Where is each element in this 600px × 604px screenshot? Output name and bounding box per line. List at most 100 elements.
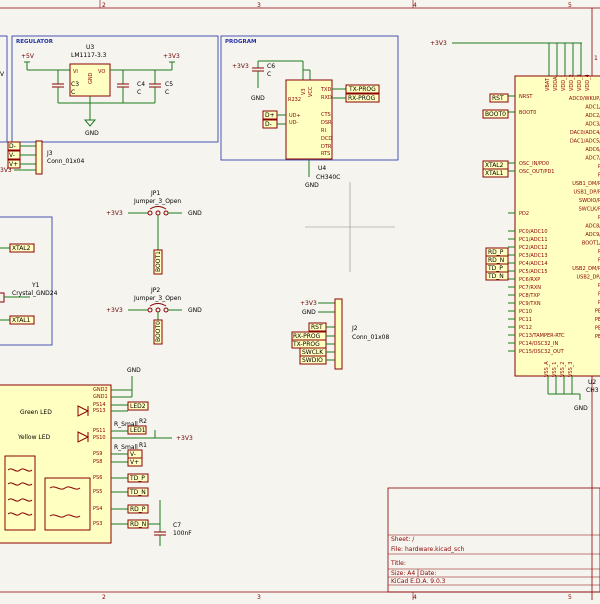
jp2-3v3: +3V3 bbox=[106, 307, 123, 314]
ethernet-pin: PS13 bbox=[93, 408, 106, 414]
u4-pin-dcd: DCD bbox=[321, 136, 332, 142]
mcu-right-pin: ADC1/ bbox=[585, 105, 600, 111]
j3-dminus: D- bbox=[9, 143, 16, 150]
eth-3v3-label: +3V3 bbox=[176, 435, 193, 442]
dminus-label: D- bbox=[265, 121, 272, 128]
mcu-bottom-pin-vss2: VSS_2 bbox=[560, 362, 566, 377]
mcu-right-pin: USB1_DP/P bbox=[573, 190, 600, 196]
c6-value: C bbox=[267, 71, 271, 78]
title-block-sheet: Sheet: / bbox=[391, 536, 415, 543]
ethernet-pin: PS3 bbox=[93, 521, 102, 527]
mcu-gnd-label: GND bbox=[574, 405, 588, 412]
mcu-left-pin: NRST bbox=[519, 94, 533, 100]
y1-value: Crystal_GND24 bbox=[12, 290, 58, 297]
mcu-right-pin: PE bbox=[595, 326, 600, 332]
j2-3v3: +3V3 bbox=[300, 300, 317, 307]
jp2-boot0: BOOT0 bbox=[155, 321, 162, 342]
u4-pin-ri: RI bbox=[321, 128, 326, 134]
mcu-top-pin-vdd1: VDD_1 bbox=[561, 74, 567, 91]
title-block-title: Title: bbox=[390, 560, 406, 567]
mcu-right-pin: DAC1/ADC5/ bbox=[570, 139, 600, 145]
mcu-right-pin: ADC8/ bbox=[585, 224, 600, 230]
ethernet-pin: GND2 bbox=[93, 387, 108, 393]
plus3v3-label: +3V3 bbox=[163, 53, 180, 60]
mcu-left-pin: PC1/ADC11 bbox=[519, 237, 548, 243]
ethernet-pin: GND1 bbox=[93, 394, 108, 400]
mcu-left-pin: OSC_IN/PD0 bbox=[519, 161, 549, 167]
border-col-3: 3 bbox=[257, 2, 261, 9]
jp2-ref: JP2 bbox=[150, 287, 160, 294]
u3-ref: U3 bbox=[86, 44, 94, 51]
border-col-5-bottom: 5 bbox=[568, 594, 572, 600]
u4-pin-rxd: RXD bbox=[321, 95, 332, 101]
yellow-led-label: Yellow LED bbox=[17, 434, 51, 441]
ethernet-pin: PS9 bbox=[93, 451, 102, 457]
mcu-right-pin: ADC0/WKUP/ bbox=[569, 96, 600, 102]
mcu-left-pin: PC8/TXP bbox=[519, 293, 540, 299]
j3-body[interactable] bbox=[36, 141, 42, 174]
mcu-left-pin: PC5/ADC15 bbox=[519, 269, 548, 275]
ethernet-pin: PS6 bbox=[93, 475, 102, 481]
c3-ref: C3 bbox=[71, 81, 79, 88]
c4-ref: C4 bbox=[137, 81, 145, 88]
title-block-size: Size: A4 bbox=[391, 570, 415, 577]
mcu-right-pin: ADC3/ bbox=[585, 122, 600, 128]
r2-ref: R2 bbox=[139, 418, 147, 425]
border-col-3-bottom: 3 bbox=[257, 594, 261, 600]
mcu-top-pin-vdd4: VDD_4 bbox=[585, 74, 591, 91]
program-block-title: PROGRAM bbox=[225, 39, 256, 45]
mcu-left-pin: PC4/ADC14 bbox=[519, 261, 548, 267]
mcu-left-pin: PC14/OSC32_IN bbox=[519, 341, 558, 347]
mcu-left-pin: PC15/OSC32_OUT bbox=[519, 349, 565, 355]
u2-value: CH3 bbox=[586, 387, 599, 394]
eth-tdp: TD_P bbox=[129, 475, 145, 482]
mcu-right-pin: BOOT1/ bbox=[582, 241, 600, 247]
mcu-right-pin: PE bbox=[595, 317, 600, 323]
mcu-net-xtal1: XTAL1 bbox=[485, 170, 504, 177]
eth-tdn: TD_N bbox=[129, 489, 146, 496]
mcu-net-tdn: TD_N bbox=[487, 273, 504, 280]
jp1-boot1: BOOT1 bbox=[155, 251, 162, 272]
mcu-left-pin: PC0/ADC10 bbox=[519, 229, 548, 235]
u4-pin-udp: UD+ bbox=[289, 113, 301, 119]
j2-body[interactable] bbox=[335, 299, 342, 369]
mcu-left-pin: PC9/TXN bbox=[519, 301, 541, 307]
mcu-net-xtal2: XTAL2 bbox=[485, 162, 504, 169]
dplus-label: D+ bbox=[265, 112, 275, 119]
ethernet-pin: PS10 bbox=[93, 435, 106, 441]
c6-ref: C6 bbox=[267, 63, 275, 70]
title-block-file: File: hardware.kicad_sch bbox=[391, 546, 464, 553]
c3-value: C bbox=[71, 89, 75, 96]
mcu-net-rst: RST bbox=[492, 95, 504, 102]
mcu-left-pin: PC2/ADC12 bbox=[519, 245, 548, 251]
mcu-left-pin: PC13/TAMPER-RTC bbox=[519, 333, 565, 339]
j2-swdio: SWDIO bbox=[302, 357, 323, 364]
border-col-4-bottom: 4 bbox=[413, 594, 417, 600]
eth-rdn: RD_N bbox=[130, 521, 146, 528]
j2-gnd: GND bbox=[302, 309, 316, 316]
ethernet-pin: PS8 bbox=[93, 459, 102, 465]
mcu-top-pin-vdda: VDDA bbox=[553, 76, 559, 91]
mcu-left-pin: PC3/ADC13 bbox=[519, 253, 548, 259]
j3-ref: J3 bbox=[46, 150, 53, 157]
plus5v-label: +5V bbox=[21, 53, 35, 60]
mcu-left-pin: PD2 bbox=[519, 211, 529, 217]
j2-rst: RST bbox=[311, 324, 323, 331]
j3-3v3: 3V3 bbox=[0, 167, 12, 174]
eth-vminus: V- bbox=[130, 451, 136, 458]
jp1-ref: JP1 bbox=[150, 190, 160, 197]
u2-ref: U2 bbox=[588, 379, 596, 386]
u4-gnd-label: GND bbox=[305, 182, 319, 189]
led1-label: LED1 bbox=[130, 427, 146, 434]
jp1-value: Jumper_3_Open bbox=[133, 198, 181, 205]
regulator-block-title: REGULATOR bbox=[16, 39, 54, 45]
mcu-right-pin: ADC9/ bbox=[585, 232, 600, 238]
title-block-date: Date: bbox=[420, 570, 436, 577]
border-col-5: 5 bbox=[568, 2, 572, 9]
jp1-3v3: +3V3 bbox=[106, 210, 123, 217]
eth-vplus: V+ bbox=[130, 459, 139, 466]
mcu-left-pin: PC6/RXP bbox=[519, 277, 540, 283]
jp2-value: Jumper_3_Open bbox=[133, 295, 181, 302]
ethernet-pin: PS11 bbox=[93, 428, 106, 434]
